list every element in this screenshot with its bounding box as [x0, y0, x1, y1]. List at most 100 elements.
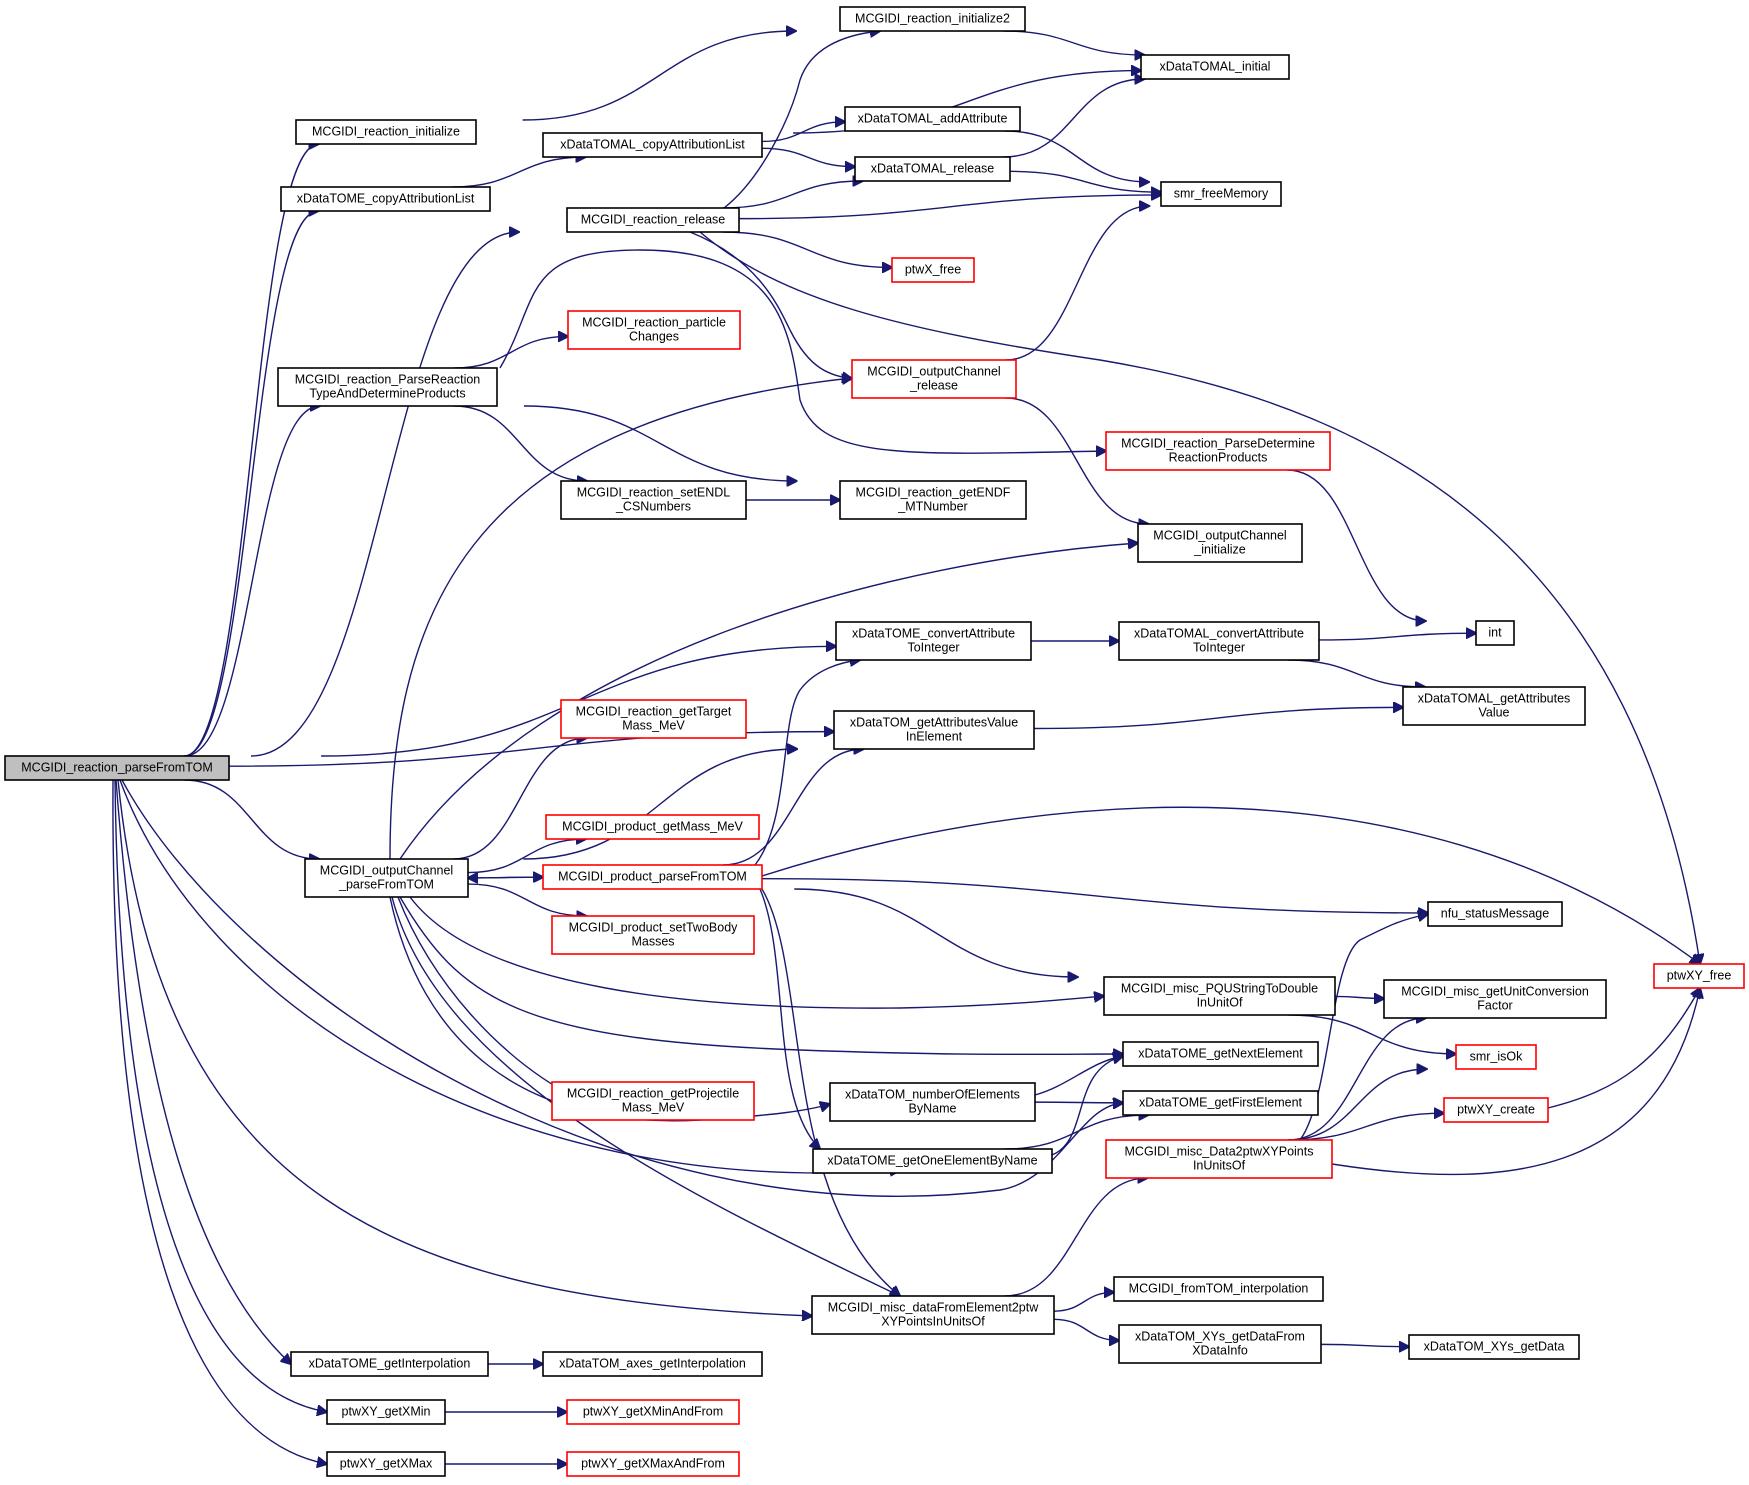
- node-getxminfrom[interactable]: ptwXY_getXMinAndFrom: [566, 1399, 740, 1425]
- node-label: ReactionProducts: [1169, 450, 1268, 464]
- edge-copyattrlist-to-addattr: [761, 122, 845, 143]
- edge-ocparse-to-ocrelease: [389, 378, 852, 860]
- node-tomeinterp[interactable]: xDataTOME_getInterpolation: [290, 1351, 489, 1377]
- node-box: [295, 119, 477, 145]
- node-xysgetdata[interactable]: xDataTOM_XYs_getData: [1408, 1334, 1580, 1360]
- edge-xysgetfrom-to-xysgetdata: [1320, 1344, 1409, 1346]
- edge-root-to-tomecopy: [184, 211, 318, 757]
- node-parsetype[interactable]: MCGIDI_reaction_ParseReactionTypeAndDete…: [277, 367, 498, 407]
- node-label: _parseFromTOM: [338, 877, 434, 891]
- node-box: [1653, 963, 1745, 989]
- node-label: MCGIDI_fromTOM_interpolation: [1129, 1281, 1309, 1295]
- edge-root-to-ocparse: [184, 779, 319, 859]
- node-getxmax[interactable]: ptwXY_getXMax: [326, 1451, 446, 1477]
- node-label: ptwXY_free: [1667, 968, 1732, 982]
- node-label: xDataTOME_convertAttribute: [852, 626, 1015, 640]
- node-box: [1122, 1041, 1319, 1067]
- node-box: [277, 367, 498, 407]
- edge-ocparse-to-ocinit: [399, 543, 1138, 860]
- node-init2[interactable]: MCGIDI_reaction_initialize2: [839, 6, 1026, 32]
- node-box: [1443, 1097, 1549, 1123]
- node-box: [560, 480, 747, 520]
- node-tomalgetattr[interactable]: xDataTOMAL_getAttributesValue: [1402, 686, 1586, 726]
- node-tomecopy[interactable]: xDataTOME_copyAttributionList: [280, 186, 491, 212]
- edge-getone-to-getnext: [1051, 1056, 1123, 1156]
- node-label: ptwXY_getXMax: [340, 1456, 433, 1470]
- node-getone[interactable]: xDataTOME_getOneElementByName: [812, 1148, 1053, 1174]
- node-getendf[interactable]: MCGIDI_reaction_getENDF_MTNumber: [839, 480, 1027, 520]
- node-ocrelease[interactable]: MCGIDI_outputChannel_release: [851, 359, 1017, 399]
- node-box: [1455, 1044, 1537, 1070]
- node-label: ToInteger: [1193, 640, 1245, 654]
- edge-ptwxycreate-to-ptwxyfree: [1547, 988, 1700, 1109]
- node-label: _CSNumbers: [615, 499, 691, 513]
- node-root[interactable]: MCGIDI_reaction_parseFromTOM: [4, 755, 230, 781]
- node-box: [829, 1082, 1036, 1122]
- edge-reacrelease-to-ocrelease: [689, 231, 852, 379]
- node-nfustatus[interactable]: nfu_statusMessage: [1427, 901, 1563, 927]
- node-ocinit[interactable]: MCGIDI_outputChannel_initialize: [1137, 523, 1303, 563]
- node-box: [545, 814, 760, 840]
- edge-ocparse-to-pqu: [409, 896, 1104, 1009]
- node-addattr[interactable]: xDataTOMAL_addAttribute: [844, 106, 1021, 132]
- node-label: xDataTOM_getAttributesValue: [850, 715, 1018, 729]
- edge-numelem-to-getfirst: [1034, 1102, 1123, 1103]
- node-label: MCGIDI_reaction_getENDF: [856, 485, 1011, 499]
- node-getfirst[interactable]: xDataTOME_getFirstElement: [1122, 1090, 1319, 1116]
- node-setendl[interactable]: MCGIDI_reaction_setENDL_CSNumbers: [560, 480, 747, 520]
- node-getnext[interactable]: xDataTOME_getNextElement: [1122, 1041, 1319, 1067]
- node-tomalrelease[interactable]: xDataTOMAL_release: [854, 156, 1011, 182]
- node-smrisok[interactable]: smr_isOk: [1455, 1044, 1537, 1070]
- node-label: MCGIDI_misc_getUnitConversion: [1401, 984, 1589, 998]
- node-prodmass[interactable]: MCGIDI_product_getMass_MeV: [545, 814, 760, 840]
- edge-ocparse-to-settwobody: [467, 883, 586, 916]
- node-label: XYPointsInUnitsOf: [881, 1314, 985, 1328]
- node-datafromelem[interactable]: MCGIDI_misc_dataFromElement2ptwXYPointsI…: [811, 1295, 1055, 1335]
- node-ptwxfree[interactable]: ptwX_free: [891, 257, 975, 283]
- node-label: MCGIDI_misc_Data2ptwXYPoints: [1125, 1144, 1314, 1158]
- node-box: [1383, 979, 1607, 1019]
- node-ptwxyfree[interactable]: ptwXY_free: [1653, 963, 1745, 989]
- node-label: xDataTOM_XYs_getData: [1424, 1339, 1565, 1353]
- node-ptwxycreate[interactable]: ptwXY_create: [1443, 1097, 1549, 1123]
- node-label: MCGIDI_reaction_release: [581, 212, 726, 226]
- node-smrfree[interactable]: smr_freeMemory: [1160, 181, 1282, 207]
- node-label: xDataTOM_XYs_getDataFrom: [1135, 1329, 1305, 1343]
- node-getxmaxfrom[interactable]: ptwXY_getXMaxAndFrom: [566, 1451, 740, 1477]
- node-parsedet[interactable]: MCGIDI_reaction_ParseDetermineReactionPr…: [1105, 431, 1331, 471]
- node-prodparse[interactable]: MCGIDI_product_parseFromTOM: [542, 864, 763, 890]
- node-initial[interactable]: xDataTOMAL_initial: [1140, 54, 1290, 80]
- node-ocparse[interactable]: MCGIDI_outputChannel_parseFromTOM: [304, 858, 469, 898]
- node-getxmin[interactable]: ptwXY_getXMin: [326, 1399, 446, 1425]
- edge-getone-to-getfirst: [1004, 1115, 1149, 1150]
- node-fromtominterp[interactable]: MCGIDI_fromTOM_interpolation: [1113, 1276, 1324, 1302]
- node-label: ToInteger: [907, 640, 959, 654]
- node-reacinit[interactable]: MCGIDI_reaction_initialize: [295, 119, 477, 145]
- edge-prodparse-to-nfustatus: [761, 877, 1428, 913]
- node-copyattrlist[interactable]: xDataTOMAL_copyAttributionList: [542, 132, 763, 158]
- node-int[interactable]: int: [1475, 620, 1515, 646]
- node-reacrelease[interactable]: MCGIDI_reaction_release: [566, 207, 740, 233]
- edge-root-to-reacrelease: [250, 232, 519, 757]
- node-label: Mass_MeV: [622, 718, 685, 732]
- node-label: TypeAndDetermineProducts: [309, 386, 465, 400]
- node-label: MCGIDI_outputChannel: [320, 863, 453, 877]
- node-axesinterp[interactable]: xDataTOM_axes_getInterpolation: [542, 1351, 763, 1377]
- node-label: MCGIDI_reaction_initialize: [312, 124, 460, 138]
- edge-datafromelem-to-fromtominterp: [1053, 1292, 1114, 1312]
- node-box: [1118, 621, 1320, 661]
- edge-root-to-getfirst: [121, 779, 1123, 1197]
- node-label: ptwXY_getXMin: [342, 1404, 431, 1418]
